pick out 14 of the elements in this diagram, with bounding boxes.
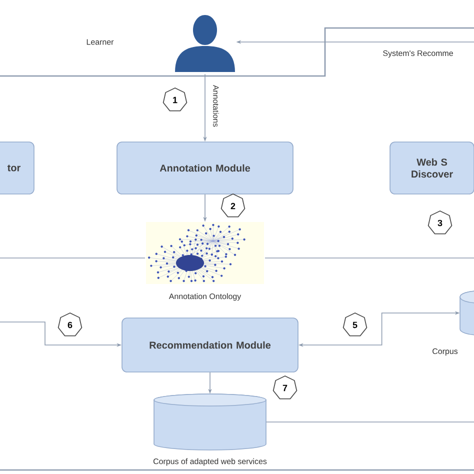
module-box: Annotation Module [116, 142, 294, 194]
module-box: Web S Discover [390, 142, 474, 194]
database-cylinder [154, 394, 266, 450]
network-drawing [146, 222, 264, 284]
step-badge: 1 [162, 88, 188, 112]
step-badge: 7 [272, 376, 298, 400]
step-badge: 2 [220, 194, 246, 218]
step-badge: 3 [428, 210, 452, 234]
module-box: tor [0, 142, 34, 194]
step-badge: 6 [58, 312, 82, 336]
database-cylinder [460, 290, 474, 336]
person-icon [175, 15, 235, 72]
step-badge: 5 [342, 312, 368, 336]
module-box: Recommendation Module [122, 318, 298, 372]
